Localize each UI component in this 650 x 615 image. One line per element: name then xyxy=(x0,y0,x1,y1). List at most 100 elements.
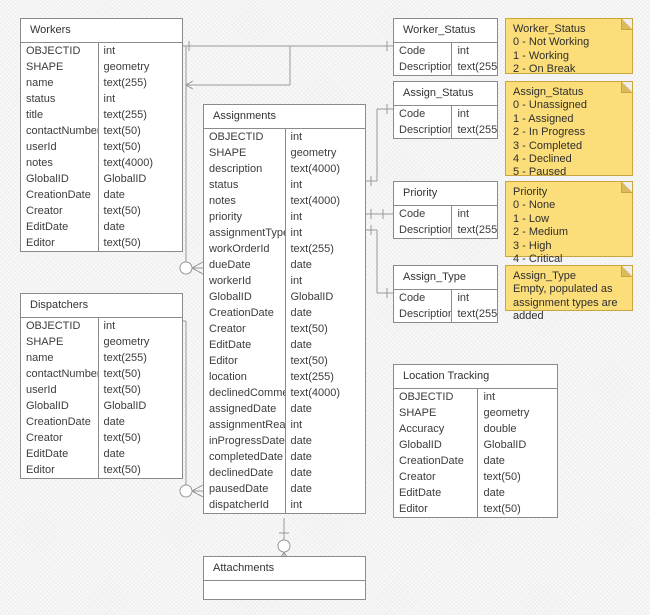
crowfoot-assignments-dispatchers xyxy=(191,484,204,498)
field-type: date xyxy=(103,448,125,460)
field-name: Description xyxy=(394,122,453,138)
note-fold-corner-icon xyxy=(621,266,632,277)
field-row[interactable]: status int xyxy=(21,91,182,107)
field-name: status xyxy=(21,91,99,107)
entity-attachments[interactable]: Attachments xyxy=(203,556,366,600)
field-row[interactable]: declinedCommenttext(4000) xyxy=(204,385,365,401)
field-name: Code xyxy=(394,43,453,59)
field-name: notes xyxy=(204,193,286,209)
field-name: EditDate xyxy=(394,485,479,501)
field-name: SHAPE xyxy=(394,405,479,421)
note-fold-corner-icon xyxy=(621,19,632,30)
note-line: assignment types are added xyxy=(513,296,618,323)
entity-title-workers: Workers xyxy=(21,19,182,43)
note-fold-corner-icon xyxy=(621,82,632,93)
circle-zero-dispatchers xyxy=(179,484,193,498)
field-name: dispatcherId xyxy=(204,497,286,513)
field-type: int xyxy=(290,275,303,287)
note-line: 2 - On Break xyxy=(513,63,576,76)
field-type: GlobalID xyxy=(103,173,147,185)
field-name: Accuracy xyxy=(394,421,479,437)
entity-title-dispatchers: Dispatchers xyxy=(21,294,182,318)
field-type: int xyxy=(103,93,116,105)
field-name: name xyxy=(21,75,99,91)
field-name: SHAPE xyxy=(204,145,286,161)
